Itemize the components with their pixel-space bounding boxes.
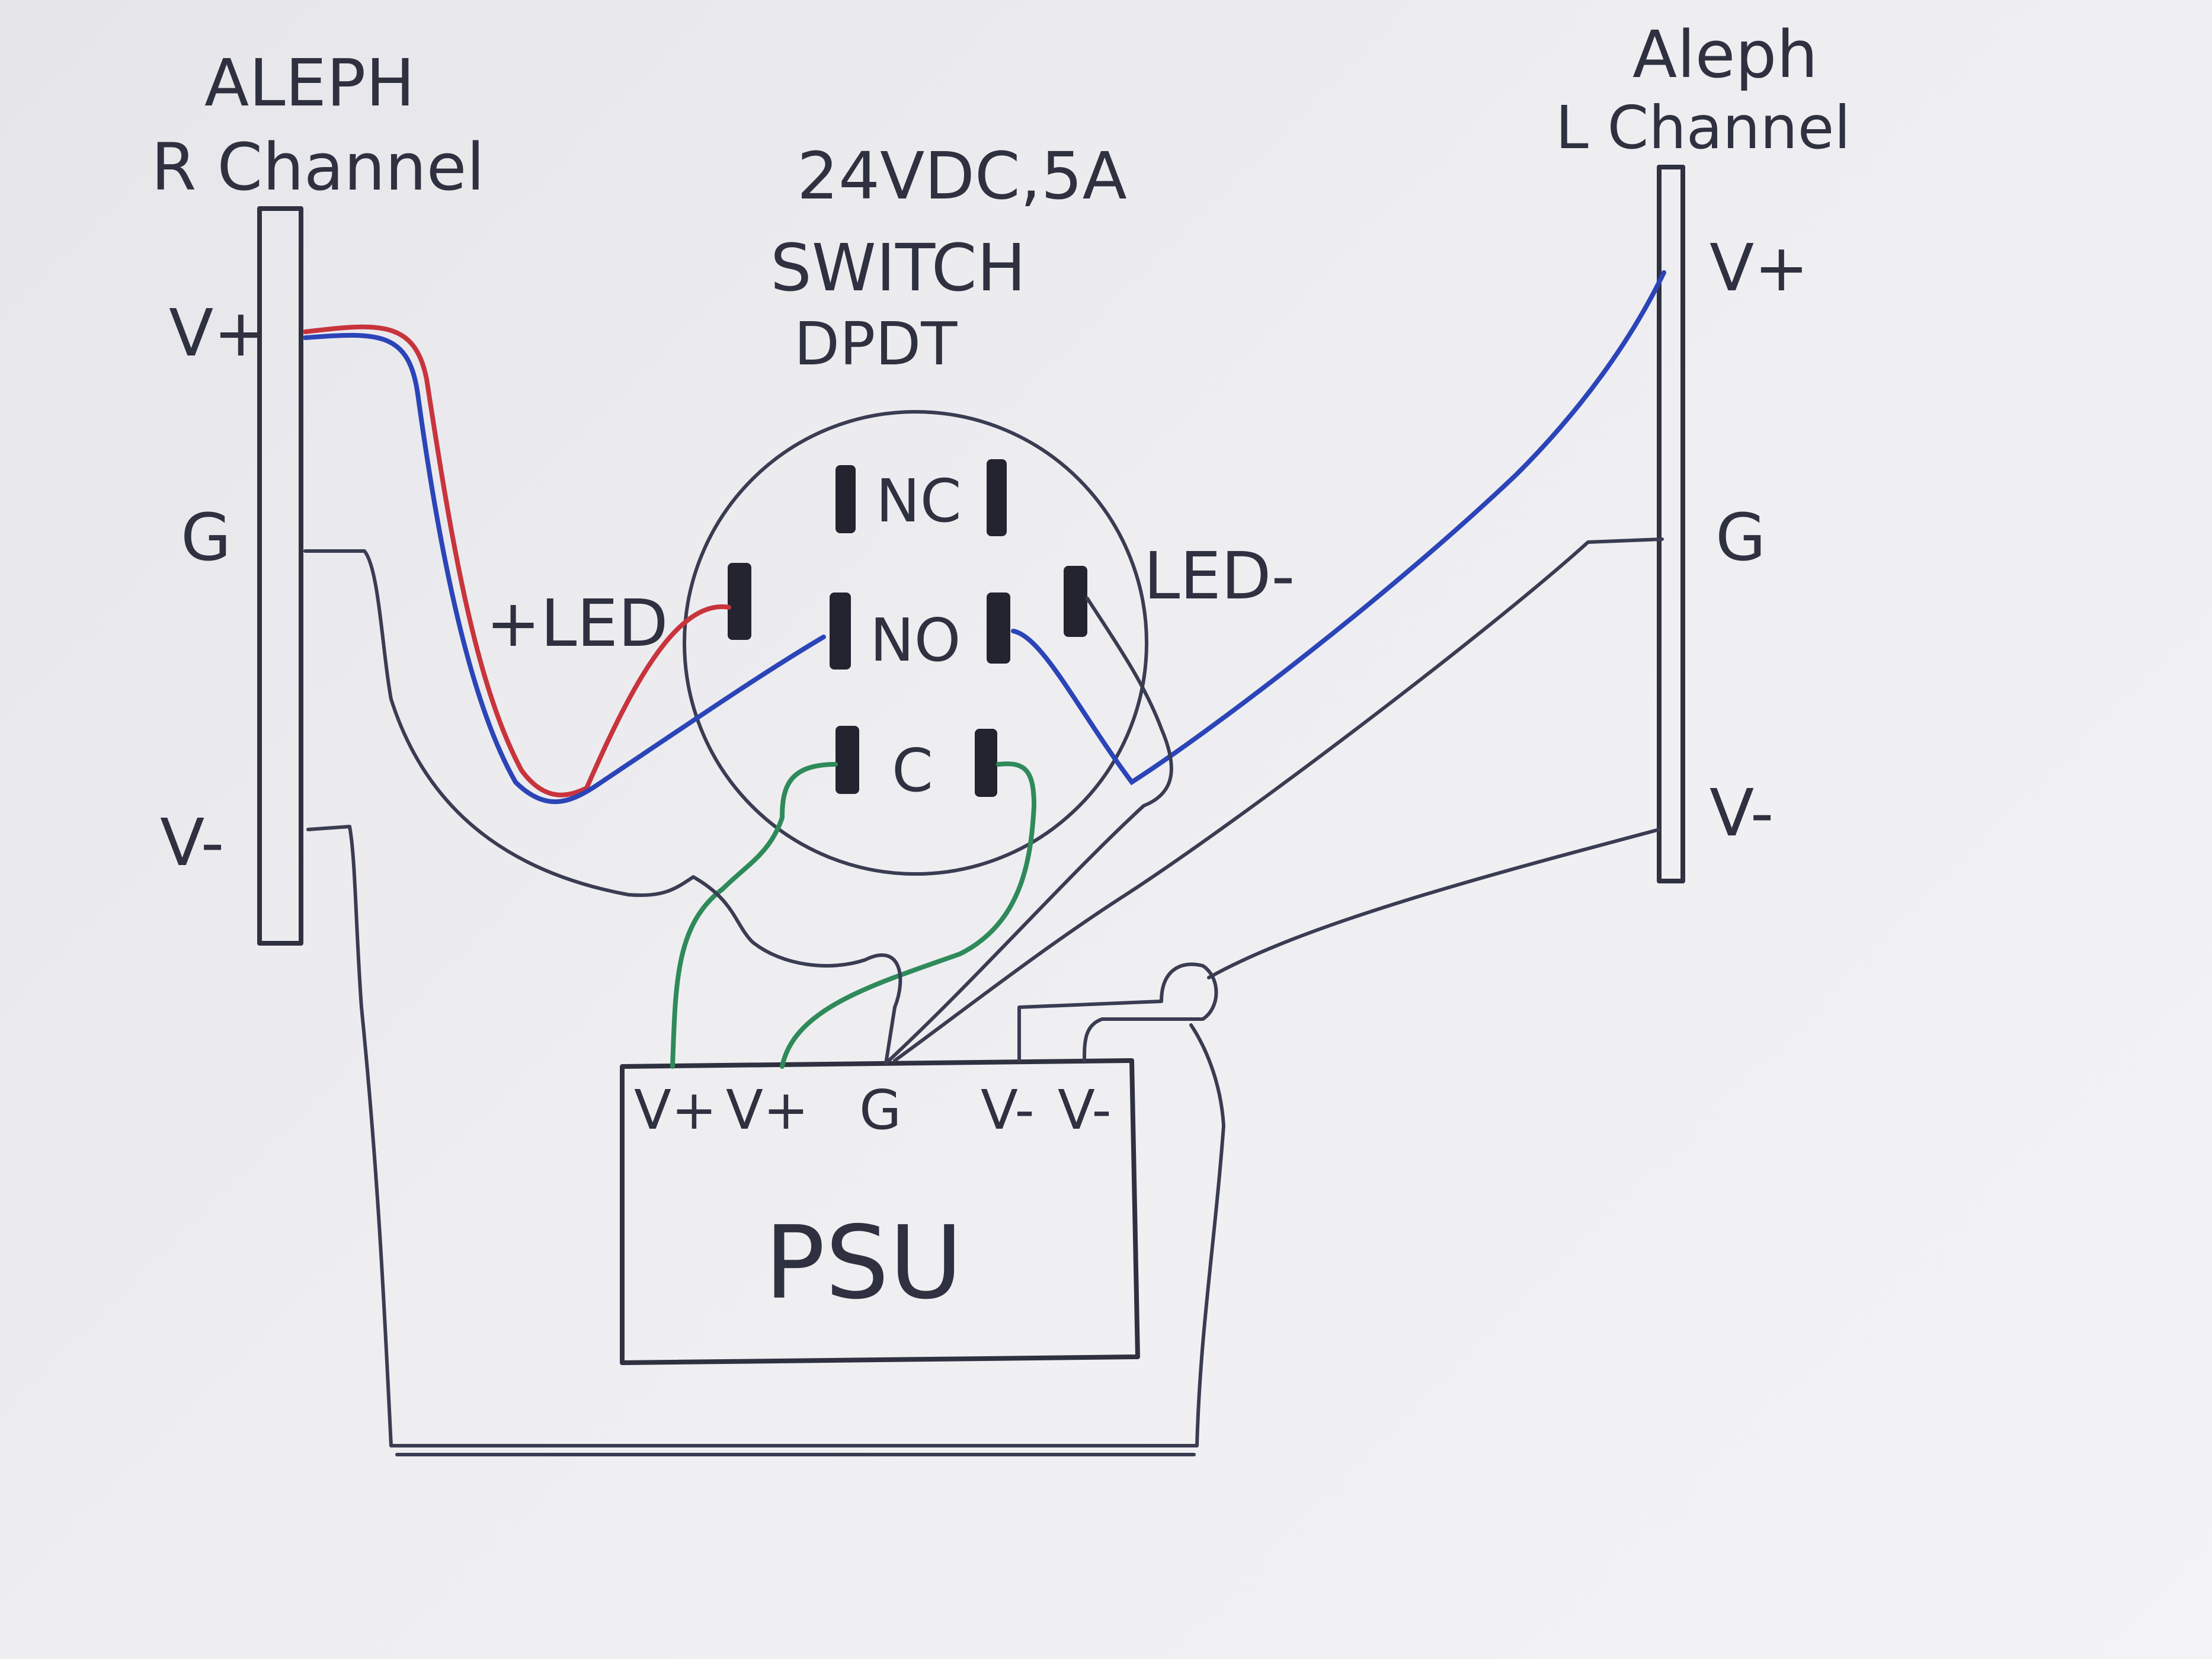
dpdt-switch: 24VDC,5A SWITCH DPDT NC NO C +LED LED-: [486, 138, 1295, 876]
left-channel-terminal-strip: [1657, 165, 1685, 883]
psu: PSU V+ V+ G V- V-: [620, 1058, 1140, 1365]
switch-pin-c-right: [975, 729, 997, 797]
psu-terminal-vplus-2: V+: [726, 1078, 809, 1142]
switch-pin-no-left: [830, 592, 851, 670]
right-channel-title-2: R Channel: [151, 129, 485, 205]
right-channel-terminal-strip: [257, 206, 303, 946]
switch-title: SWITCH: [770, 230, 1026, 306]
wire-right-vminus-loop: [306, 825, 1225, 1447]
wire-green-c-to-psu: [670, 762, 838, 1069]
psu-terminal-vplus-1: V+: [634, 1078, 717, 1142]
wire-red-vplus-to-led: [303, 324, 731, 798]
switch-body: [683, 410, 1148, 876]
switch-pin-c-left: [835, 726, 859, 794]
left-channel-vminus-label: V-: [1710, 775, 1774, 851]
left-channel-vplus-label: V+: [1710, 230, 1808, 306]
psu-box: [620, 1058, 1140, 1365]
switch-rating: 24VDC,5A: [797, 138, 1127, 214]
psu-terminal-vminus-1: V-: [981, 1078, 1035, 1142]
switch-pin-no-right: [987, 592, 1010, 664]
wires: [303, 270, 1666, 1456]
wire-left-vminus-to-psu: [1207, 828, 1661, 979]
switch-pin-nc-left: [835, 465, 856, 533]
left-channel-board: Aleph L Channel V+ G V-: [1555, 17, 1851, 883]
left-channel-title-1: Aleph: [1632, 17, 1818, 92]
wire-psu-vminus-bridge: [1017, 962, 1218, 1062]
right-channel-title-1: ALEPH: [204, 45, 415, 121]
switch-pin-no-label: NO: [870, 606, 961, 675]
led-minus-label: LED-: [1144, 538, 1295, 614]
psu-terminal-vminus-2: V-: [1058, 1078, 1112, 1142]
right-channel-vplus-label: V+: [169, 295, 268, 371]
switch-pin-led-minus: [1064, 566, 1087, 637]
switch-pin-nc-label: NC: [876, 466, 962, 536]
switch-pin-nc-right: [987, 459, 1007, 536]
psu-label: PSU: [764, 1205, 963, 1322]
wire-blue-no-to-left-vplus: [1011, 270, 1666, 786]
right-channel-vminus-label: V-: [160, 805, 225, 880]
left-channel-title-2: L Channel: [1555, 93, 1851, 162]
psu-terminal-g: G: [859, 1078, 901, 1142]
right-channel-board: ALEPH R Channel V+ G V-: [151, 45, 485, 946]
switch-type: DPDT: [794, 309, 958, 379]
switch-pin-led-plus: [728, 563, 751, 640]
wire-green-c-to-psu-2: [780, 761, 1037, 1069]
wire-right-g-to-psu: [303, 549, 902, 1065]
wire-blue-vplus-to-no: [303, 332, 826, 805]
wire-left-g-to-psu: [893, 537, 1664, 1062]
wire-led-minus-to-psu: [887, 597, 1173, 1062]
switch-pin-c-label: C: [892, 736, 933, 805]
led-plus-label: +LED: [486, 585, 668, 661]
right-channel-g-label: G: [181, 499, 231, 575]
left-channel-g-label: G: [1715, 499, 1766, 575]
